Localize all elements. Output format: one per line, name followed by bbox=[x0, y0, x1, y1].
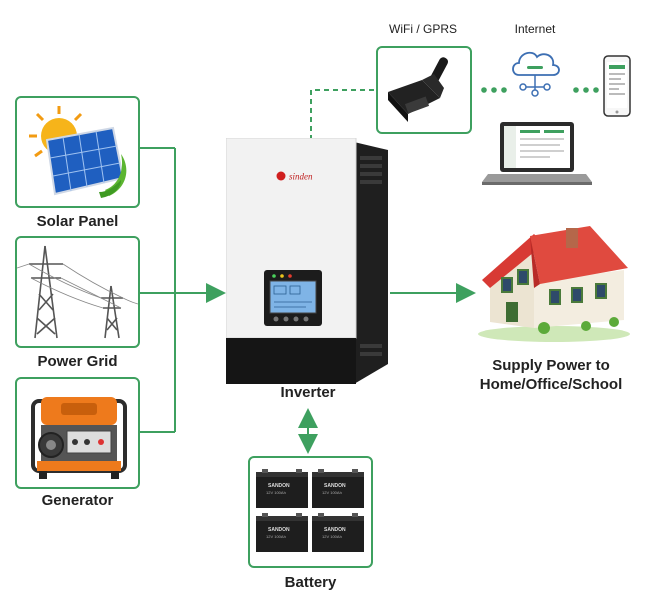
wifi-dongle-icon bbox=[388, 57, 449, 122]
power-tower-icon bbox=[17, 245, 138, 339]
generator-box bbox=[15, 377, 140, 489]
inverter-unit: sinden bbox=[226, 138, 388, 384]
svg-text:SANDON: SANDON bbox=[324, 527, 346, 533]
control-buttons-icon bbox=[273, 316, 309, 322]
house-label-line1: Supply Power to bbox=[492, 357, 610, 374]
generator-label: Generator bbox=[41, 492, 114, 509]
internet-label: Internet bbox=[514, 22, 556, 36]
svg-text:SANDON: SANDON bbox=[268, 527, 290, 533]
power-grid-label: Power Grid bbox=[37, 353, 118, 370]
smartphone-icon bbox=[603, 55, 631, 117]
house-label-line2: Home/Office/School bbox=[479, 376, 623, 393]
solar-panel-label: Solar Panel bbox=[36, 213, 119, 230]
generator-icon bbox=[31, 397, 127, 479]
battery-bank-icon: SANDON 12V 100Ah SANDON 12V 100Ah SANDON… bbox=[256, 469, 364, 552]
brand-text: sinden bbox=[289, 172, 313, 182]
wifi-module-box bbox=[376, 46, 472, 134]
solar-panel-icon bbox=[29, 106, 127, 198]
power-grid-box bbox=[15, 236, 140, 348]
svg-text:12V 100Ah: 12V 100Ah bbox=[322, 490, 342, 495]
source-bus bbox=[140, 147, 226, 433]
battery-box: SANDON 12V 100Ah SANDON 12V 100Ah SANDON… bbox=[248, 456, 373, 568]
brand-logo-icon bbox=[276, 171, 286, 181]
solar-panel-box bbox=[15, 96, 140, 208]
svg-text:12V 100Ah: 12V 100Ah bbox=[322, 534, 342, 539]
svg-text:12V 100Ah: 12V 100Ah bbox=[266, 534, 286, 539]
svg-text:12V 100Ah: 12V 100Ah bbox=[266, 490, 286, 495]
dotted-links bbox=[481, 87, 599, 93]
wifi-label: WiFi / GPRS bbox=[389, 22, 457, 36]
svg-text:SANDON: SANDON bbox=[324, 483, 346, 489]
status-leds-icon bbox=[272, 274, 292, 278]
battery-label: Battery bbox=[284, 574, 337, 591]
dashed-link-wifi bbox=[310, 89, 376, 140]
house-icon bbox=[478, 226, 630, 342]
svg-text:SANDON: SANDON bbox=[268, 483, 290, 489]
laptop-icon bbox=[482, 122, 592, 185]
inverter-label: Inverter bbox=[280, 384, 336, 401]
cloud-network-icon bbox=[512, 51, 560, 97]
